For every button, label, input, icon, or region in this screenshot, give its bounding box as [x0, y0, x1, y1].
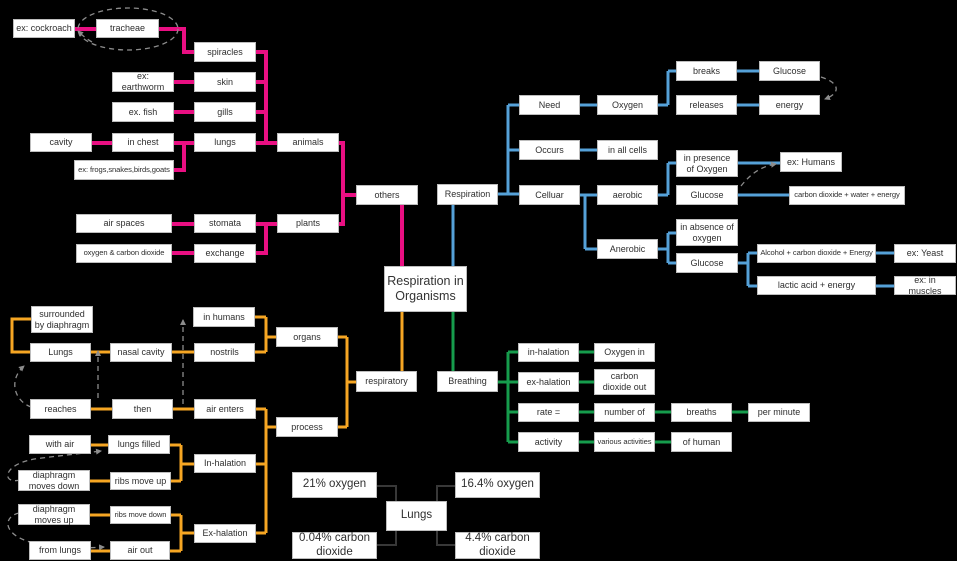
node-oxygen-164[interactable]: 16.4% oxygen [455, 472, 540, 498]
edge-dark [377, 531, 397, 546]
node-oxygen-21[interactable]: 21% oxygen [292, 472, 377, 498]
node-carbon-dioxide-004[interactable]: 0.04% carbon dioxide [292, 532, 377, 559]
node-glucose-aerobic[interactable]: Glucose [676, 185, 738, 205]
node-exchange[interactable]: exchange [194, 244, 256, 263]
node-energy[interactable]: energy [759, 95, 820, 115]
node-ex-yeast[interactable]: ex: Yeast [894, 244, 956, 263]
node-surrounded-by-diaphragm[interactable]: surrounded by diaphragm [31, 306, 93, 333]
node-ex-in-muscles[interactable]: ex: in muscles [894, 275, 956, 296]
edge-pink [174, 143, 186, 172]
node-diaphragm-moves-up[interactable]: diaphragm moves up [18, 504, 90, 525]
node-ex-frogs[interactable]: ex: frogs,snakes,birds,goats [74, 160, 174, 180]
node-nasal-cavity[interactable]: nasal cavity [110, 343, 172, 362]
edge-dark [377, 485, 397, 501]
dashed-arrow-annotation [77, 30, 93, 43]
node-animals[interactable]: animals [277, 133, 339, 152]
node-air-enters[interactable]: air enters [194, 399, 256, 419]
node-respiratory[interactable]: respiratory [356, 371, 417, 392]
node-central[interactable]: Respiration in Organisms [384, 266, 467, 312]
edge-pink [339, 141, 345, 226]
node-air-spaces[interactable]: air spaces [76, 214, 172, 233]
dashed-ellipse-annotation [77, 7, 179, 51]
node-cavity[interactable]: cavity [30, 133, 92, 152]
node-various-activities[interactable]: various activities [594, 432, 655, 452]
node-need[interactable]: Need [519, 95, 580, 115]
node-ribs-move-up[interactable]: ribs move up [110, 472, 171, 490]
node-plants[interactable]: plants [277, 214, 339, 233]
node-lungs-bottom[interactable]: Lungs [386, 501, 447, 531]
node-then[interactable]: then [112, 399, 173, 419]
node-lungs-animals[interactable]: lungs [194, 133, 256, 152]
node-in-absence-of-oxygen[interactable]: in absence of oxygen [676, 219, 738, 246]
dashed-arrow-annotation [7, 448, 102, 482]
node-alcohol-co2-energy[interactable]: Alcohol + carbon dioxide + Energy [757, 244, 876, 263]
node-organs[interactable]: organs [276, 327, 338, 347]
node-process[interactable]: process [276, 417, 338, 437]
node-spiracles[interactable]: spiracles [194, 42, 256, 62]
node-co2-water-energy[interactable]: carbon dioxide + water + energy [789, 186, 905, 205]
edge-pink [159, 27, 194, 54]
node-nostrils[interactable]: nostrils [194, 343, 255, 362]
node-ribs-move-down[interactable]: ribs move down [110, 506, 171, 524]
node-in-presence-of-oxygen[interactable]: in presence of Oxygen [676, 150, 738, 177]
dashed-arrow-annotation [820, 76, 837, 101]
node-anerobic[interactable]: Anerobic [597, 239, 658, 259]
node-celluar[interactable]: Celluar [519, 185, 580, 205]
dashed-arrow-annotation [740, 161, 777, 187]
node-occurs[interactable]: Occurs [519, 140, 580, 160]
node-glucose-anaerobic[interactable]: Glucose [676, 253, 738, 273]
node-respiration[interactable]: Respiration [437, 184, 498, 205]
dashed-arrow-annotation [14, 365, 32, 408]
node-lungs-organ[interactable]: Lungs [30, 343, 91, 362]
node-diaphragm-moves-down[interactable]: diaphragm moves down [18, 470, 90, 491]
edge-orange [10, 317, 31, 354]
node-with-air[interactable]: with air [29, 435, 91, 454]
node-of-human[interactable]: of human [671, 432, 732, 452]
node-in-halation-process[interactable]: In-halation [194, 454, 256, 473]
node-lungs-filled[interactable]: lungs filled [108, 435, 170, 454]
node-releases[interactable]: releases [676, 95, 737, 115]
node-oxygen[interactable]: Oxygen [597, 95, 658, 115]
node-oxygen-in[interactable]: Oxygen in [594, 343, 655, 362]
node-glucose-breaks[interactable]: Glucose [759, 61, 820, 81]
node-rate[interactable]: rate = [518, 403, 579, 422]
node-in-chest[interactable]: in chest [112, 133, 174, 152]
node-ex-humans[interactable]: ex: Humans [780, 152, 842, 172]
node-in-humans[interactable]: in humans [193, 307, 255, 327]
node-aerobic[interactable]: aerobic [597, 185, 658, 205]
node-gills[interactable]: gills [194, 102, 256, 122]
node-skin[interactable]: skin [194, 72, 256, 92]
node-others[interactable]: others [356, 185, 418, 205]
node-per-minute[interactable]: per minute [748, 403, 810, 422]
node-from-lungs[interactable]: from lungs [29, 541, 91, 560]
edge-pink [256, 224, 268, 255]
node-oxygen-carbon-dioxide[interactable]: oxygen & carbon dioxide [76, 244, 172, 263]
node-ex-fish[interactable]: ex. fish [112, 102, 174, 122]
node-number-of[interactable]: number of [594, 403, 655, 422]
node-stomata[interactable]: stomata [194, 214, 256, 233]
node-in-all-cells[interactable]: in all cells [597, 140, 658, 160]
node-ex-halation-process[interactable]: Ex-halation [194, 524, 256, 543]
edge-dark [436, 531, 455, 546]
node-reaches[interactable]: reaches [30, 399, 91, 419]
node-carbon-dioxide-out[interactable]: carbon dioxide out [594, 369, 655, 395]
node-activity[interactable]: activity [518, 432, 579, 452]
node-breaths[interactable]: breaths [671, 403, 732, 422]
edge-dark [436, 485, 455, 501]
node-ex-halation-breathing[interactable]: ex-halation [518, 372, 579, 392]
node-breaks[interactable]: breaks [676, 61, 737, 81]
node-in-halation-breathing[interactable]: in-halation [518, 343, 579, 362]
node-tracheae[interactable]: tracheae [96, 19, 159, 38]
node-ex-earthworm[interactable]: ex: earthworm [112, 71, 174, 92]
node-lactic-acid-energy[interactable]: lactic acid + energy [757, 276, 876, 295]
node-ex-cockroach[interactable]: ex: cockroach [13, 19, 75, 38]
node-carbon-dioxide-44[interactable]: 4.4% carbon dioxide [455, 532, 540, 559]
node-air-out[interactable]: air out [110, 541, 170, 560]
node-breathing[interactable]: Breathing [437, 371, 498, 392]
